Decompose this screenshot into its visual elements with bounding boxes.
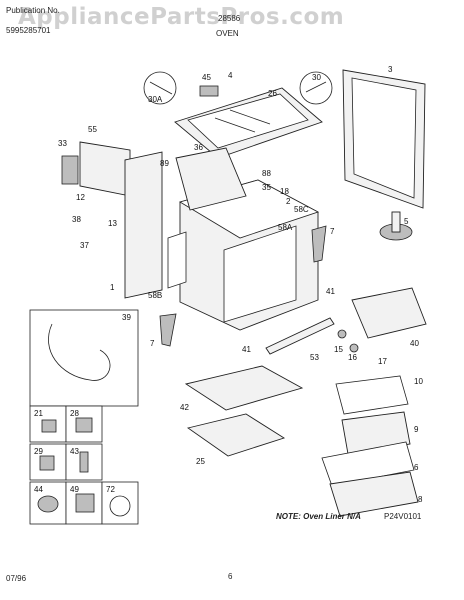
part-21 [41, 419, 57, 433]
callout-37: 37 [80, 241, 89, 250]
callout-8: 8 [418, 495, 423, 504]
callout-53: 53 [310, 353, 319, 362]
oven-body [167, 147, 320, 331]
top-panel [174, 87, 323, 159]
callout-33: 33 [58, 139, 67, 148]
door-panel [342, 69, 426, 209]
callout-42: 42 [180, 403, 189, 412]
callout-41-left: 41 [242, 345, 251, 354]
broil-pan-insert [335, 375, 409, 415]
part-16 [349, 343, 359, 353]
callout-41-right: 41 [326, 287, 335, 296]
callout-29: 29 [34, 447, 43, 456]
inset-circle-30a [143, 71, 177, 105]
callout-88: 88 [262, 169, 271, 178]
callout-44: 44 [34, 485, 43, 494]
part-15 [337, 329, 347, 339]
part-44 [37, 495, 59, 513]
hinge-left [159, 313, 177, 347]
bracket [199, 85, 219, 97]
inset-circle-30 [299, 71, 333, 105]
callout-5: 5 [404, 217, 409, 226]
part-49 [75, 493, 95, 513]
hinge-right [311, 225, 327, 263]
wiring-harness [48, 323, 111, 381]
side-wall [124, 151, 163, 299]
callout-13: 13 [108, 219, 117, 228]
broil-pan [341, 411, 411, 455]
bottom-panel [186, 413, 286, 457]
callout-58b: 58B [148, 291, 162, 300]
callout-7-left: 7 [150, 339, 155, 348]
part-72 [109, 495, 131, 517]
callout-7-right: 7 [330, 227, 335, 236]
callout-6: 6 [414, 463, 419, 472]
diagram-code: P24V0101 [384, 512, 422, 521]
oven-bottom [184, 365, 304, 411]
callout-10: 10 [414, 377, 423, 386]
callout-72: 72 [106, 485, 115, 494]
page-number: 6 [228, 572, 233, 581]
callout-16: 16 [348, 353, 357, 362]
callout-28: 28 [70, 409, 79, 418]
callout-3: 3 [388, 65, 393, 74]
callout-2: 2 [286, 197, 291, 206]
broiler-support [351, 287, 427, 339]
callout-18: 18 [280, 187, 289, 196]
callout-4: 4 [228, 71, 233, 80]
callout-49: 49 [70, 485, 79, 494]
callout-40: 40 [410, 339, 419, 348]
wiring-harness-box [29, 309, 139, 407]
callout-43: 43 [70, 447, 79, 456]
model-number: 28586 [218, 14, 241, 23]
callout-45: 45 [202, 73, 211, 82]
callout-58a: 58A [278, 223, 293, 232]
part-box-44 [29, 481, 67, 525]
section-title: OVEN [216, 29, 239, 38]
callout-9: 9 [414, 425, 419, 434]
publication-label: Publication No. [6, 6, 60, 15]
callout-30a: 30A [148, 95, 163, 104]
oven-rack [321, 441, 415, 487]
publication-number: 5995285701 [6, 26, 51, 35]
callout-58c: 58C [294, 205, 309, 214]
callout-55: 55 [88, 125, 97, 134]
control-panel [61, 141, 131, 197]
callout-15: 15 [334, 345, 343, 354]
storage-drawer [329, 471, 419, 517]
callout-38: 38 [72, 215, 81, 224]
oven-liner-note: NOTE: Oven Liner N/A [276, 512, 361, 521]
part-43 [79, 451, 89, 473]
callout-17: 17 [378, 357, 387, 366]
callout-35: 35 [262, 183, 271, 192]
leveling-leg [379, 211, 413, 241]
callout-39: 39 [122, 313, 131, 322]
drawer-rail [265, 317, 335, 355]
callout-89: 89 [160, 159, 169, 168]
footer-date: 07/96 [6, 574, 27, 583]
callout-30: 30 [312, 73, 321, 82]
callout-21: 21 [34, 409, 43, 418]
watermark: AppliancePartsPros.com [18, 4, 345, 30]
callout-1: 1 [110, 283, 115, 292]
callout-25: 25 [196, 457, 205, 466]
callout-12: 12 [76, 193, 85, 202]
part-29 [39, 455, 55, 471]
callout-36: 36 [194, 143, 203, 152]
callout-26: 26 [268, 89, 277, 98]
part-28 [75, 417, 93, 433]
